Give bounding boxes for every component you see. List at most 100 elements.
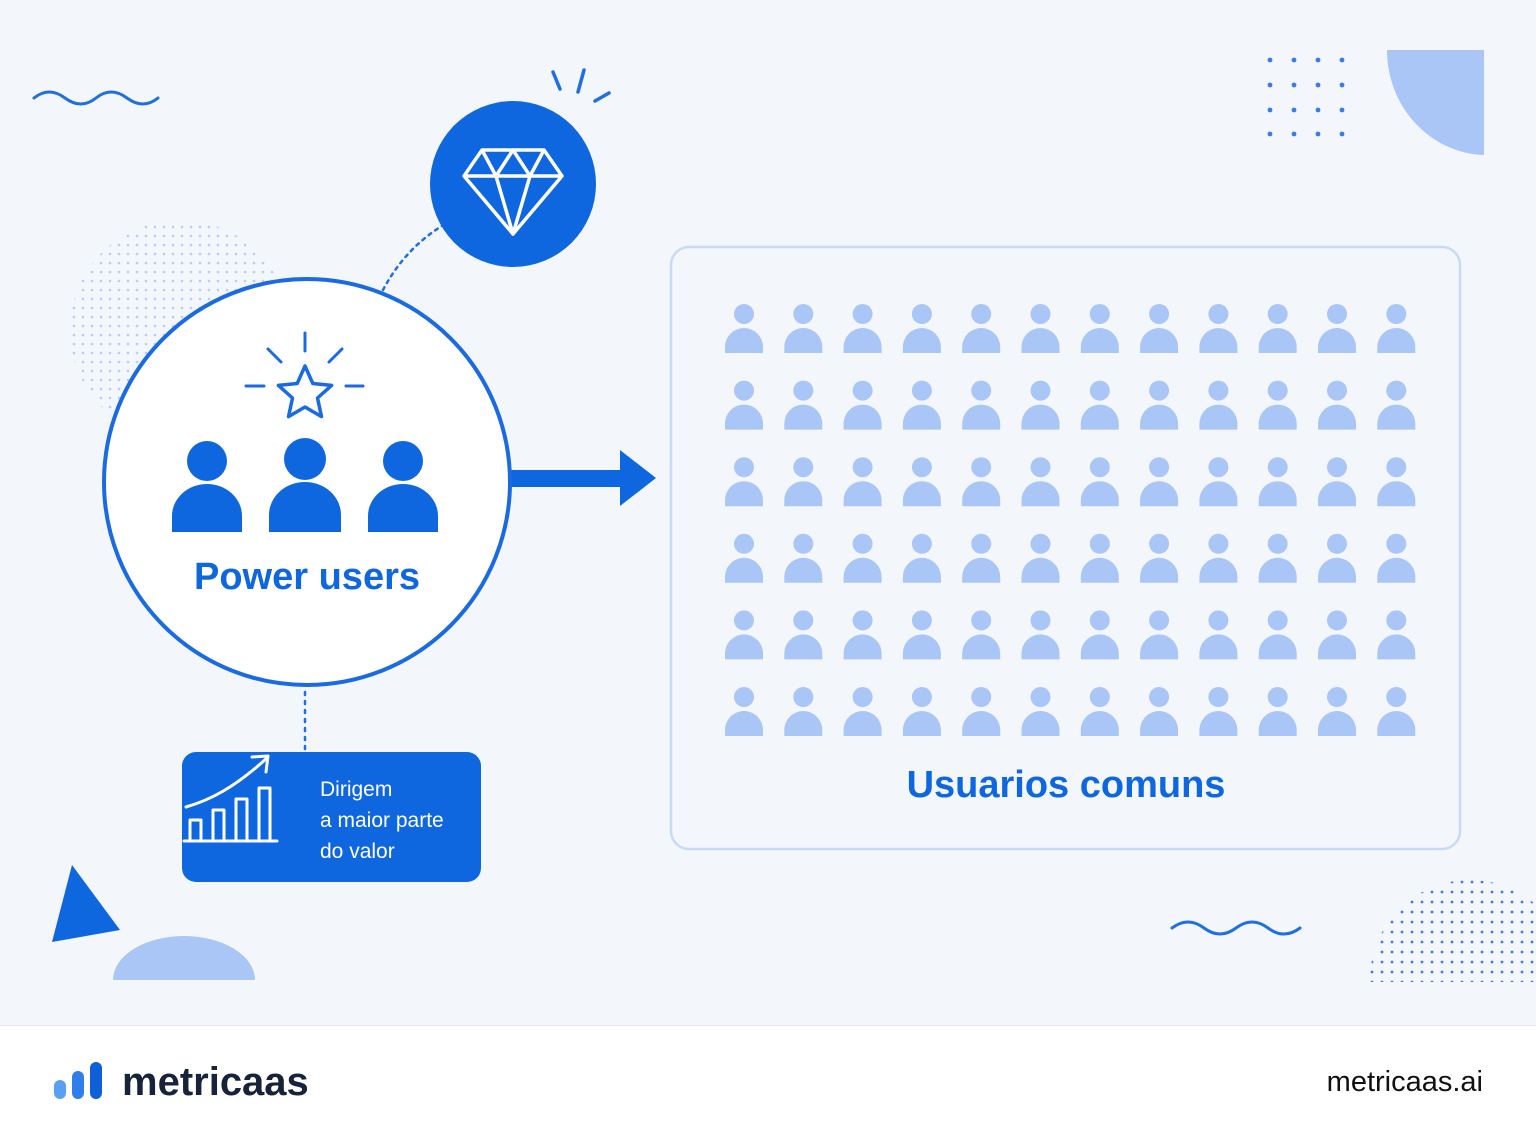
person-icon [1318, 687, 1356, 736]
person-icon [1199, 610, 1238, 660]
person-icon [1318, 304, 1356, 353]
star-icon [244, 331, 365, 419]
sparkle-lines [551, 68, 611, 103]
person-icon [1140, 610, 1179, 660]
person-icon [962, 457, 1001, 507]
diagram-canvas: Power users Dirigem a maior parte do val… [32, 50, 1536, 982]
person-icon [368, 441, 438, 532]
connector-to-diamond [381, 222, 447, 292]
person-icon [1080, 533, 1119, 583]
person-icon [725, 687, 763, 736]
value-card-line: Dirigem [320, 778, 393, 801]
power-users-label: Power users [194, 556, 420, 598]
person-icon [1080, 610, 1119, 660]
person-icon [962, 610, 1001, 660]
person-icon [784, 304, 823, 353]
person-icon [902, 457, 941, 507]
person-icon [1258, 457, 1297, 507]
person-icon [1377, 533, 1416, 583]
wave-decoration-bottom-right [1170, 920, 1302, 936]
person-icon [725, 457, 763, 507]
bar-chart-logo-icon [54, 1062, 102, 1099]
person-icon [1258, 533, 1297, 583]
person-icon [725, 533, 763, 583]
person-icon [1140, 533, 1179, 583]
person-icon [784, 380, 823, 430]
person-icon [1021, 533, 1060, 583]
person-icon [1258, 610, 1297, 660]
person-icon [843, 610, 882, 660]
person-icon [1140, 304, 1179, 353]
person-icon [1140, 380, 1179, 430]
power-users-circle [102, 277, 512, 687]
person-icon [1199, 457, 1238, 507]
person-icon [1199, 687, 1238, 736]
person-icon [962, 380, 1001, 430]
person-icon [1377, 457, 1416, 507]
person-icon [962, 533, 1001, 583]
person-icon [1377, 610, 1416, 660]
power-user-group [172, 438, 438, 532]
person-icon [902, 380, 941, 430]
person-icon [784, 533, 823, 583]
half-circle-decoration [113, 936, 255, 980]
person-icon [784, 687, 823, 736]
person-icon [1318, 533, 1356, 583]
person-icon [843, 380, 882, 430]
wave-decoration-top-left [32, 90, 160, 106]
person-icon [1377, 687, 1416, 736]
person-icon [1318, 457, 1356, 507]
person-icon [1080, 457, 1119, 507]
person-icon [172, 441, 242, 532]
person-icon [843, 457, 882, 507]
person-icon [1199, 380, 1238, 430]
person-icon [1021, 457, 1060, 507]
person-icon [1140, 457, 1179, 507]
person-icon [1021, 304, 1060, 353]
value-card-line: do valor [320, 840, 395, 863]
triangle-decoration [52, 865, 120, 942]
person-icon [725, 380, 763, 430]
person-icon [1318, 380, 1356, 430]
dot-grid-decoration [1267, 57, 1345, 137]
person-icon [725, 610, 763, 660]
person-icon [1080, 687, 1119, 736]
diamond-icon [462, 148, 564, 236]
person-icon [843, 304, 882, 353]
person-icon [1199, 533, 1238, 583]
footer: metricaas metricaas.ai [0, 1025, 1536, 1137]
person-icon [269, 438, 341, 532]
person-icon [902, 533, 941, 583]
person-icon [902, 610, 941, 660]
diagram-svg [32, 50, 1536, 982]
person-icon [1021, 380, 1060, 430]
person-icon [843, 687, 882, 736]
person-icon [1318, 610, 1356, 660]
person-icon [1377, 380, 1416, 430]
person-icon [1258, 304, 1297, 353]
common-users-label: Usuarios comuns [906, 764, 1226, 806]
flow-arrow [508, 450, 656, 506]
person-icon [962, 304, 1001, 353]
person-icon [1258, 380, 1297, 430]
value-card-line: a maior parte [320, 809, 444, 832]
growth-chart-icon [182, 754, 279, 843]
person-icon [1021, 610, 1060, 660]
person-icon [962, 687, 1001, 736]
person-icon [902, 304, 941, 353]
value-card-text: Dirigem a maior parte do valor [320, 774, 444, 867]
quarter-circle-decoration [1387, 50, 1484, 155]
person-icon [902, 687, 941, 736]
person-icon [1199, 304, 1238, 353]
person-icon [1258, 687, 1297, 736]
person-icon [1080, 380, 1119, 430]
person-icon [1021, 687, 1060, 736]
person-icon [1080, 304, 1119, 353]
person-icon [1377, 304, 1416, 353]
brand-name: metricaas [122, 1060, 309, 1104]
person-icon [725, 304, 763, 353]
common-users-grid [725, 304, 1416, 736]
brand-url[interactable]: metricaas.ai [1326, 1066, 1483, 1098]
person-icon [1140, 687, 1179, 736]
value-card: Dirigem a maior parte do valor [182, 752, 481, 882]
